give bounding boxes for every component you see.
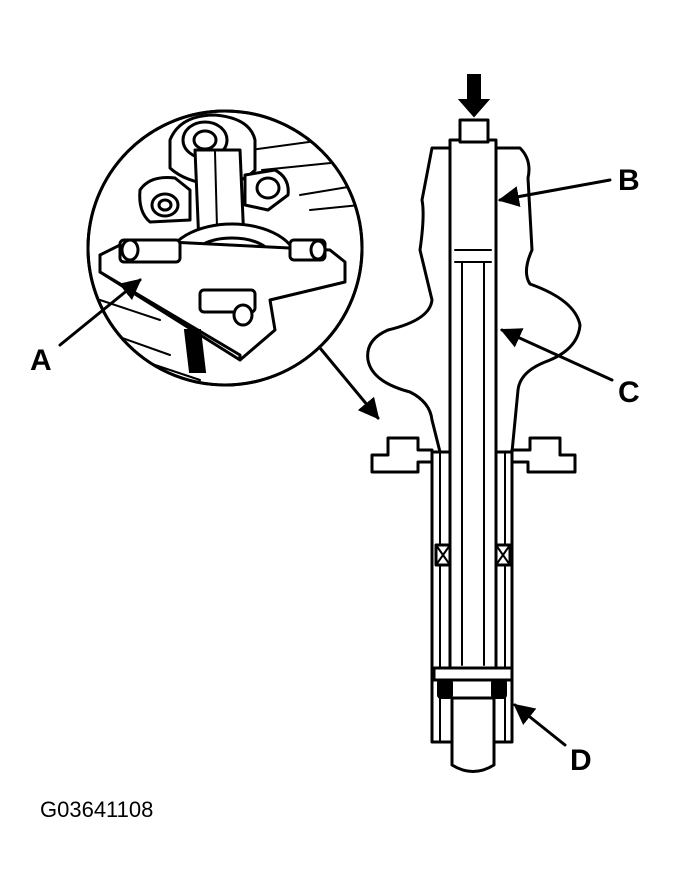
leader-d [513,703,567,747]
press-direction-arrow [457,74,491,118]
callout-c: C [618,376,640,409]
leader-c [500,328,614,382]
callout-a: A [30,344,52,377]
strut-assembly [366,74,582,773]
detail-pointer-arrow [318,346,380,420]
left-mount-bracket [370,436,434,474]
callout-d: D [570,744,592,777]
callout-b: B [618,164,640,197]
oil-seal [432,666,514,682]
lower-shaft [450,696,496,773]
leader-a [58,278,142,347]
leader-b [497,178,612,207]
figure-id: G03641108 [40,797,153,822]
piston-rod [448,138,498,672]
rod-tip [458,118,490,144]
detail-inset [86,109,364,387]
right-mount-bracket [510,436,577,474]
